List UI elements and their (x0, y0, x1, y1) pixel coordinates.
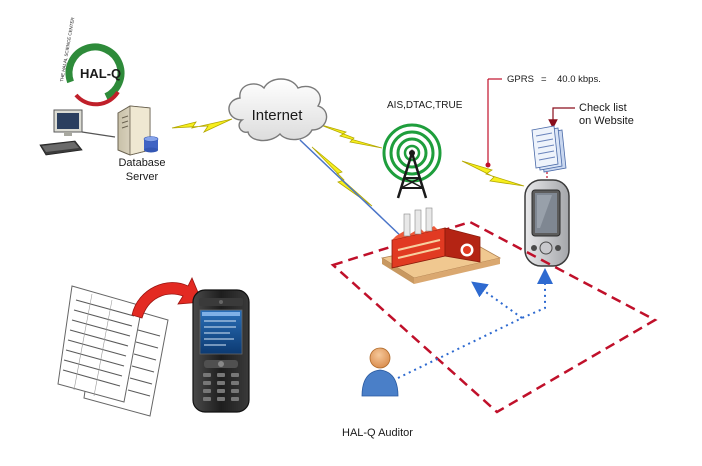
checklist-documents-icon (531, 125, 567, 173)
pda-device-icon (524, 179, 570, 267)
checklist-leader-line (548, 107, 575, 129)
logo-text: HAL-Q (80, 66, 121, 81)
server-label: Server (126, 171, 159, 183)
auditor-path-to-pda (397, 268, 553, 379)
audit-area-boundary (330, 220, 658, 414)
internet-label: Internet (252, 107, 304, 124)
cell-tower-icon (382, 123, 442, 199)
auditor-person-icon (361, 347, 399, 397)
factory-icon (380, 207, 502, 284)
auditor-path-to-factory (471, 281, 523, 319)
hal-q-logo: THE HALAL SCIENCE CENTER HAL-Q (59, 16, 125, 107)
auditor-label: HAL-Q Auditor (342, 427, 413, 439)
carriers-label: AIS,DTAC,TRUE (387, 100, 463, 111)
digitize-arrow-icon (131, 277, 203, 319)
checklist-label-line1: Check list (579, 102, 627, 114)
desktop-computer-icon (39, 109, 116, 156)
wireless-link-server-internet (171, 118, 233, 133)
gprs-equals: = (541, 74, 547, 85)
wireless-link-internet-tower (317, 123, 383, 149)
checklist-label-line2: on Website (579, 115, 634, 127)
gprs-label: GPRS (507, 74, 534, 85)
database-label: Database (118, 157, 165, 169)
internet-cloud-icon (228, 78, 328, 142)
wireless-link-internet-factory (311, 146, 373, 207)
internet-factory-link (299, 139, 406, 241)
wireless-link-tower-pda (461, 160, 525, 187)
database-server-icon (117, 105, 159, 156)
paper-checklists-icon (57, 285, 169, 417)
smartphone-device-icon (192, 289, 250, 413)
gprs-speed-label: 40.0 kbps. (557, 74, 601, 85)
